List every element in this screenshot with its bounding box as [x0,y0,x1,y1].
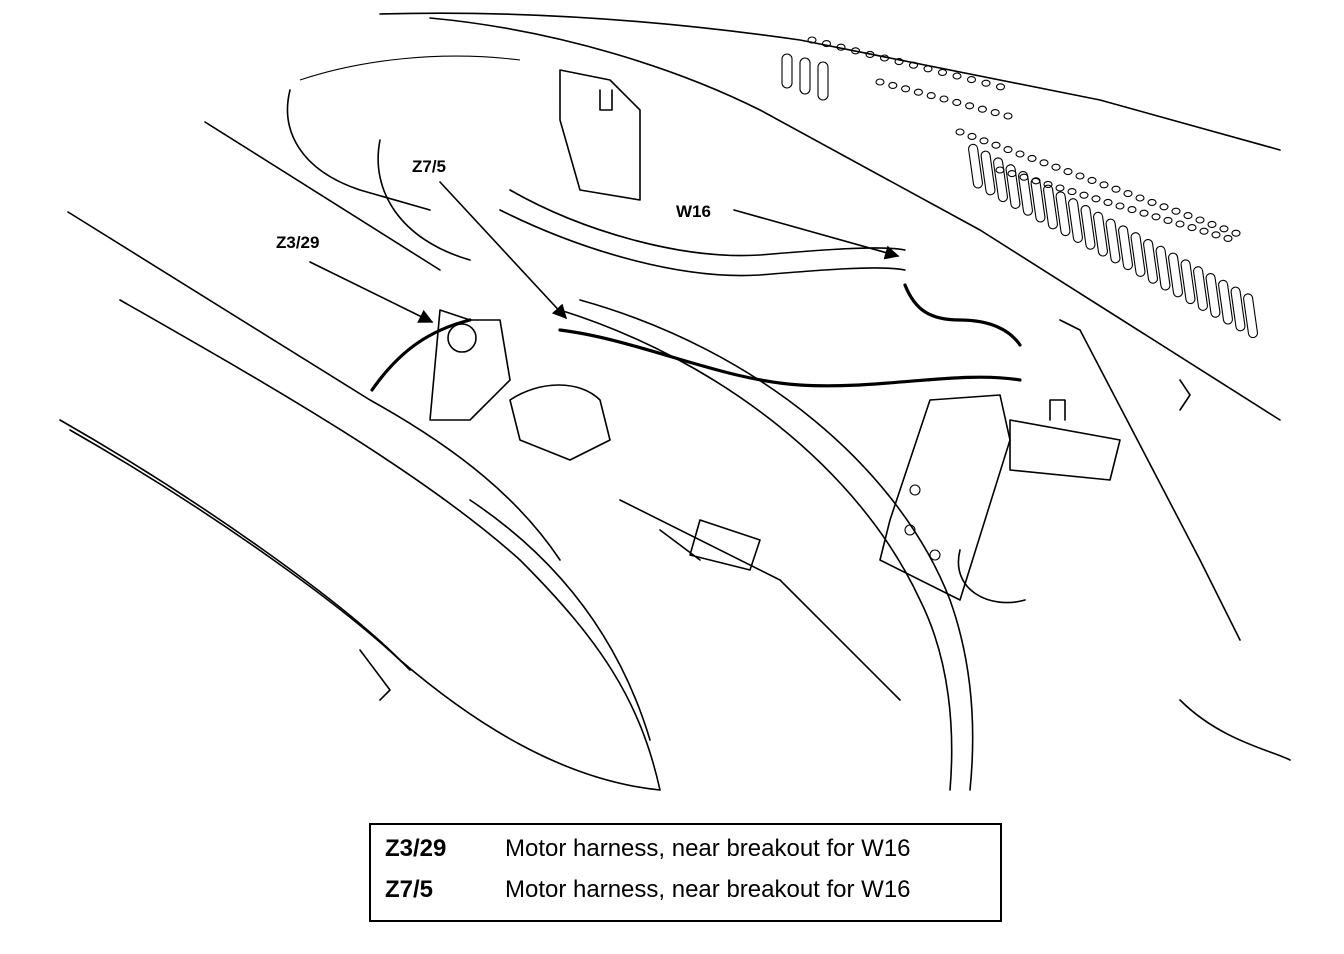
legend-row: Z3/29 Motor harness, near breakout for W… [371,835,1000,871]
legend-description: Motor harness, near breakout for W16 [505,835,911,862]
legend-row: Z7/5 Motor harness, near breakout for W1… [371,876,1000,912]
cowl-vent-grille [781,53,829,101]
legend-description: Motor harness, near breakout for W16 [505,876,911,903]
bracket-assembly [429,69,1291,761]
vent-holes [807,36,1241,242]
callout-z3-29: Z3/29 [276,233,434,323]
engine-bay-line-drawing: Z3/29 Z7/5 W16 [59,12,1291,791]
callout-label: Z3/29 [276,233,319,252]
callout-label: W16 [676,202,711,221]
coolant-hose [559,299,974,791]
legend-code: Z3/29 [385,835,447,862]
legend-code: Z7/5 [385,876,434,903]
callout-z7-5: Z7/5 [412,157,567,320]
vent-slots [968,143,1259,339]
callout-w16: W16 [676,202,900,260]
wheel-housing [59,121,661,791]
callout-label: Z7/5 [412,157,446,176]
cowl-panel [286,12,1281,421]
legend-table: Z3/29 Motor harness, near breakout for W… [369,823,1002,922]
wiring-harness [370,189,1022,392]
